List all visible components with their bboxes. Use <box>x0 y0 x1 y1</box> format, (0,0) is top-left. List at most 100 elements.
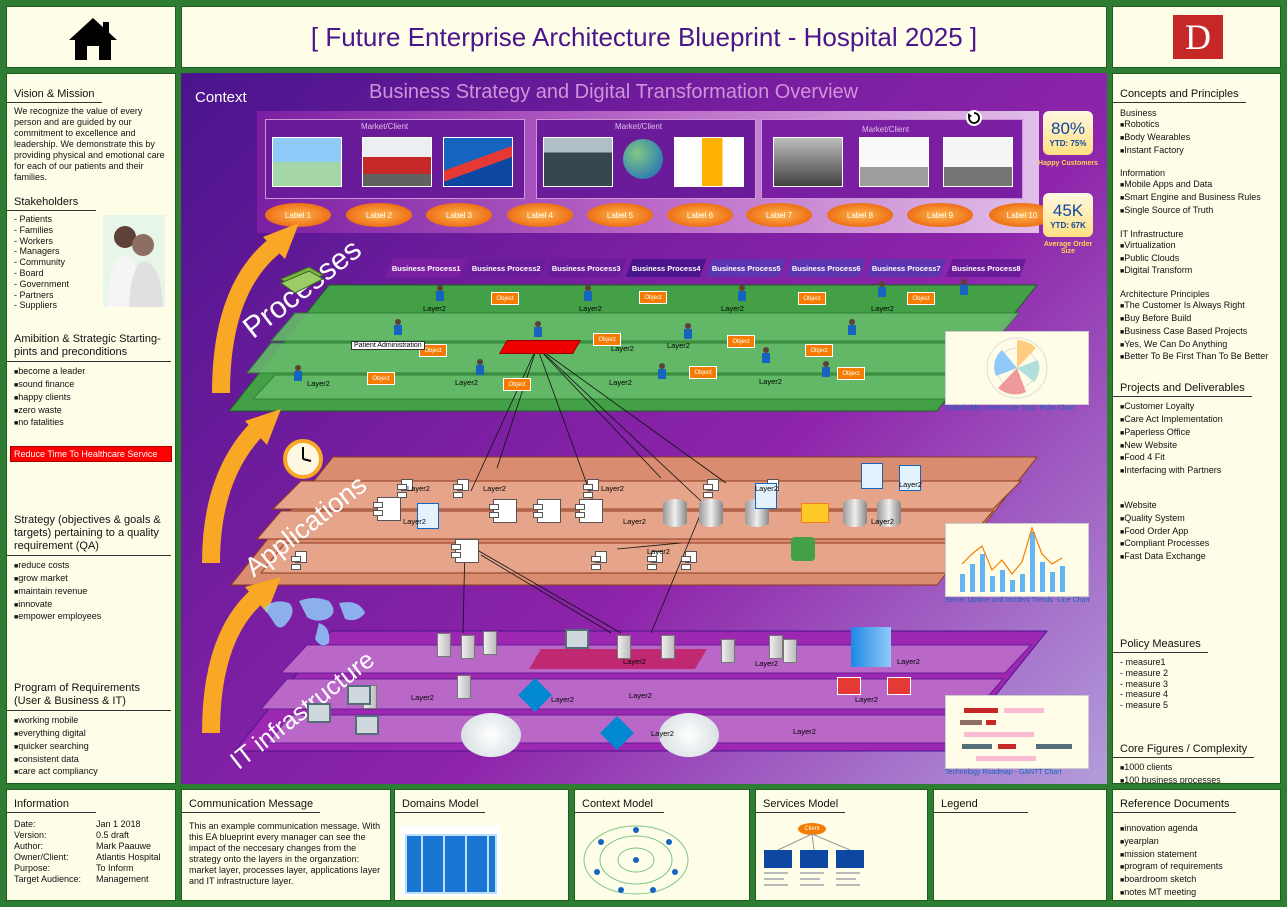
server-icon[interactable] <box>721 639 735 663</box>
market-photo-caravan <box>272 137 342 187</box>
deliverable-item: Website <box>1120 500 1273 513</box>
process-object[interactable]: Object <box>491 292 519 305</box>
label-pill-8[interactable]: Label 8 <box>827 203 893 227</box>
business-process-4[interactable]: Business Process4 <box>625 259 707 277</box>
application-module-icon[interactable] <box>591 551 607 570</box>
business-process-8[interactable]: Business Process8 <box>945 259 1027 277</box>
selected-process[interactable] <box>498 340 582 354</box>
application-module-icon[interactable] <box>703 479 719 498</box>
business-process-7[interactable]: Business Process7 <box>865 259 947 277</box>
business-process-6[interactable]: Business Process6 <box>785 259 867 277</box>
infrastructure-layer2: Layer2 <box>411 693 434 702</box>
process-object[interactable]: Object <box>639 291 667 304</box>
database-icon[interactable] <box>663 499 687 527</box>
home-icon[interactable] <box>67 16 119 62</box>
monitor-icon[interactable] <box>307 703 331 723</box>
application-component-icon[interactable] <box>373 497 401 521</box>
process-object[interactable]: Object <box>727 335 755 348</box>
process-object[interactable]: Object <box>805 344 833 357</box>
label-pill-7[interactable]: Label 7 <box>746 203 812 227</box>
business-process-5[interactable]: Business Process5 <box>705 259 787 277</box>
server-icon[interactable] <box>661 635 675 659</box>
process-object[interactable]: Object <box>837 367 865 380</box>
information-title: Information <box>1120 168 1166 179</box>
server-icon[interactable] <box>783 639 797 663</box>
mail-icon <box>801 503 829 523</box>
business-process-label: Business Process1 <box>391 263 461 273</box>
project-item: Interfacing with Partners <box>1120 465 1273 478</box>
program-item: consistent data <box>14 754 168 767</box>
server-icon[interactable] <box>437 633 451 657</box>
server-icon[interactable] <box>483 631 497 655</box>
polar-chart <box>945 331 1089 405</box>
server-icon[interactable] <box>461 635 475 659</box>
server-icon[interactable] <box>457 675 471 699</box>
services-client-node: Client <box>798 823 826 835</box>
process-object[interactable]: Object <box>689 366 717 379</box>
process-object[interactable]: Object <box>367 372 395 385</box>
infrastructure-layer2: Layer2 <box>897 657 920 666</box>
application-module-icon[interactable] <box>647 551 663 570</box>
project-item: Food 4 Fit <box>1120 452 1273 465</box>
person-icon <box>737 285 747 301</box>
ambition-item: zero waste <box>14 405 168 418</box>
deliverable-item: Quality System <box>1120 513 1273 526</box>
process-object[interactable]: Object <box>907 292 935 305</box>
business-process-2[interactable]: Business Process2 <box>465 259 547 277</box>
label-pill-5[interactable]: Label 5 <box>587 203 653 227</box>
server-icon[interactable] <box>617 635 631 659</box>
process-object[interactable]: Object <box>419 344 447 357</box>
monitor-icon[interactable] <box>565 629 589 649</box>
program-item: care act compliancy <box>14 766 168 779</box>
server-icon[interactable] <box>769 635 783 659</box>
info-value: Management <box>96 874 149 884</box>
reference-item: boardroom sketch <box>1120 874 1273 887</box>
arch-title: Architecture Principles <box>1120 289 1210 300</box>
stakeholder-item: Families <box>14 225 168 236</box>
ambition-item: happy clients <box>14 392 168 405</box>
application-module-icon[interactable] <box>583 479 599 498</box>
infrastructure-layer2: Layer2 <box>793 727 816 736</box>
datacenter-icon <box>851 627 891 667</box>
label-pill-6[interactable]: Label 6 <box>667 203 733 227</box>
business-process-3[interactable]: Business Process3 <box>545 259 627 277</box>
application-component-icon[interactable] <box>489 499 517 523</box>
application-module-icon[interactable] <box>681 551 697 570</box>
info-key: Target Audience: <box>14 874 82 884</box>
application-layer2: Layer2 <box>871 517 894 526</box>
label-pill-3[interactable]: Label 3 <box>426 203 492 227</box>
application-component-icon[interactable] <box>575 499 603 523</box>
kpi-average-order: 45K YTD: 67K <box>1043 193 1093 237</box>
logo-panel: D <box>1112 6 1281 68</box>
database-icon[interactable] <box>877 499 901 527</box>
it-inner2 <box>259 678 1005 710</box>
refresh-icon[interactable] <box>965 109 983 127</box>
gantt-chart-caption: Technology Roadmap - GANTT Chart <box>945 769 1062 776</box>
core-figure-item: 1000 clients <box>1120 762 1273 775</box>
application-component-icon[interactable] <box>533 499 561 523</box>
process-object[interactable]: Object <box>798 292 826 305</box>
application-component-icon[interactable] <box>451 539 479 563</box>
stakeholder-item: Board <box>14 268 168 279</box>
application-module-icon[interactable] <box>453 479 469 498</box>
label-pill-2[interactable]: Label 2 <box>346 203 412 227</box>
label-pill-1[interactable]: Label 1 <box>265 203 331 227</box>
label-pill-9[interactable]: Label 9 <box>907 203 973 227</box>
process-object[interactable]: Object <box>503 378 531 391</box>
application-module-icon[interactable] <box>397 479 413 498</box>
business-process-1[interactable]: Business Process1 <box>385 259 467 277</box>
process-object[interactable]: Object <box>593 333 621 346</box>
information-item: Mobile Apps and Data <box>1120 179 1273 192</box>
database-icon[interactable] <box>843 499 867 527</box>
label-pill-4[interactable]: Label 4 <box>507 203 573 227</box>
monitor-icon[interactable] <box>355 715 379 735</box>
monitor-icon[interactable] <box>347 685 371 705</box>
strategy-title: Strategy (objectives & goals & targets) … <box>7 510 171 557</box>
infrastructure-layer2: Layer2 <box>755 659 778 668</box>
market-photo-wheelchair1 <box>859 137 929 187</box>
database-icon[interactable] <box>699 499 723 527</box>
kpi1-value: 80% <box>1050 119 1086 138</box>
it-item: Digital Transform <box>1120 265 1273 278</box>
cloud-icon <box>461 713 521 757</box>
application-module-icon[interactable] <box>291 551 307 570</box>
